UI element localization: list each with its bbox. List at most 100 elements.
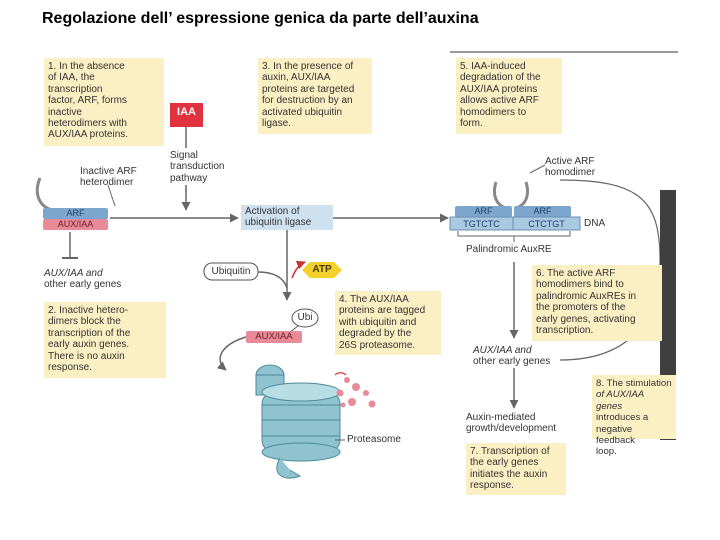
arf-label-left: ARF (66, 208, 85, 218)
active-arf-curve-left (492, 181, 507, 210)
step-7-box: 7. Transcription of the early genes init… (466, 443, 566, 495)
aux-iaa-tagged-label: AUX/IAA (255, 331, 293, 342)
early-genes-left-line-1: AUX/IAA and (44, 268, 103, 279)
step-2-line-1: 2. Inactive hetero- (48, 305, 129, 316)
step-5-line-2: degradation of the (460, 72, 541, 84)
slide-title: Regolazione dell’ espressione genica da … (42, 10, 479, 27)
inactive-arf-line-2: heterodimer (80, 177, 134, 189)
signal-line-2: transduction (170, 161, 225, 173)
step-7-line-1: 7. Transcription of (470, 446, 550, 457)
step-7-line-3: initiates the auxin (470, 468, 548, 480)
early-genes-right-line-2: other early genes (473, 356, 551, 368)
step-2-box: 2. Inactive hetero- dimers block the tra… (44, 302, 166, 378)
step-3-line-4: for destruction by an (262, 95, 353, 107)
feedback-loop (559, 179, 661, 361)
step-6-line-6: transcription. (536, 325, 594, 337)
step-3-line-1: 3. In the presence of (262, 61, 354, 72)
activation-box (241, 205, 333, 230)
arf-dna-right-label: ARF (533, 206, 552, 216)
step-8-line-1: 8. The stimulation (596, 378, 672, 389)
step-4-line-3: with ubiquitin and (339, 316, 417, 328)
activation-label: Activation of ubiquitin ligase (245, 206, 311, 229)
iaa-box (170, 103, 203, 127)
aux-iaa-label-left: AUX/IAA (57, 219, 94, 229)
active-arf-curve-right (515, 181, 530, 210)
ubi-label: Ubi (297, 312, 313, 323)
step-8-line-4: negative feedback (596, 423, 635, 447)
inactive-arf-line-1: Inactive ARF (80, 166, 137, 177)
step-3-line-5: activated ubiquitin (262, 106, 343, 118)
signal-line-3: pathway (170, 172, 208, 184)
heterodimer-pointer (107, 184, 116, 207)
step-4-line-1: 4. The AUX/IAA (339, 294, 409, 305)
step-2-line-4: early auxin genes. (48, 339, 130, 351)
step-4-line-5: 26S proteasome. (339, 339, 416, 351)
step-1-line-1: 1. In the absence (48, 61, 125, 72)
step-2-line-2: dimers block the (48, 316, 121, 328)
step-3-line-2: auxin, AUX/IAA (262, 72, 331, 84)
step-1-line-2: of IAA, the (48, 72, 95, 84)
fragment-arrow-1 (334, 372, 347, 376)
step-7-line-2: the early genes (470, 457, 539, 469)
early-genes-right-label: AUX/IAA and other early genes (473, 345, 550, 368)
dna-strand (449, 216, 581, 231)
early-genes-left-line-2: other early genes (44, 279, 122, 291)
step-6-line-2: homodimers bind to (536, 279, 624, 291)
step-2-line-3: transcription of the (48, 327, 131, 339)
arf-protein-dna-right (514, 206, 571, 217)
activation-line-2: ubiquitin ligase (245, 217, 312, 229)
step-3-line-3: proteins are targeted (262, 83, 355, 95)
active-arf-label: Active ARF homodimer (545, 156, 595, 179)
step-1-line-4: factor, ARF, forms (48, 95, 127, 107)
step-5-line-4: allows active ARF (460, 95, 539, 107)
activation-line-1: Activation of (245, 206, 300, 217)
ubi-tag (291, 308, 319, 328)
proteasome (255, 364, 341, 479)
step-5-box: 5. IAA-induced degradation of the AUX/IA… (456, 58, 562, 134)
step-6-line-5: early genes, activating (536, 313, 636, 325)
step-5-line-3: AUX/IAA proteins (460, 83, 538, 95)
atp-shape (302, 262, 342, 278)
step-8-line-2: of AUX/IAA genes (596, 389, 644, 412)
iaa-label: IAA (177, 106, 196, 118)
aux-iaa-tagged (246, 331, 302, 343)
step-6-line-1: 6. The active ARF (536, 268, 616, 279)
signal-transduction-label: Signal transduction pathway (170, 150, 224, 184)
step-5-line-5: homodimers to (460, 106, 527, 118)
proteasome-label: Proteasome (347, 434, 401, 445)
active-arf-line-2: homodimer (545, 167, 596, 179)
active-arf-line-1: Active ARF (545, 156, 595, 167)
atp-arrow (291, 260, 306, 279)
ubiquitin-label: Ubiquitin (211, 266, 251, 277)
aux-iaa-protein-left (43, 219, 108, 230)
step-1-line-7: AUX/IAA proteins. (48, 129, 129, 141)
step-8-line-5: loop. (596, 446, 617, 458)
atp-label: ATP (312, 264, 332, 275)
auxin-growth-label: Auxin-mediated growth/development (466, 412, 556, 435)
step-2-line-6: response. (48, 362, 92, 374)
step-1-box: 1. In the absence of IAA, the transcript… (44, 58, 164, 146)
step-4-line-4: degraded by the (339, 328, 412, 340)
seq-left-label: TGTCTC (463, 219, 500, 229)
arf-protein-dna-left (455, 206, 512, 217)
homodimer-pointer (529, 164, 546, 174)
step-1-line-5: inactive (48, 106, 82, 118)
inactive-arf-label: Inactive ARF heterodimer (80, 166, 137, 189)
step-3-line-6: ligase. (262, 118, 291, 130)
step-1-line-6: heterodimers with (48, 118, 127, 130)
auxin-growth-line-1: Auxin-mediated (466, 412, 536, 423)
arf-protein-left (43, 208, 108, 219)
ubiquitin-join-curve (257, 271, 288, 289)
step-5-line-6: form. (460, 118, 483, 130)
step-8-box: 8. The stimulation of AUX/IAA genes intr… (592, 375, 676, 457)
palindromic-label: Palindromic AuxRE (466, 244, 552, 255)
peptide-fragments (336, 377, 376, 408)
step-3-box: 3. In the presence of auxin, AUX/IAA pro… (258, 58, 372, 134)
step-1-line-3: transcription (48, 83, 103, 95)
palindrome-bracket (457, 231, 571, 237)
step-5-line-1: 5. IAA-induced (460, 61, 526, 72)
step-2-line-5: There is no auxin (48, 350, 125, 362)
step-7-line-4: response. (470, 480, 514, 492)
auxin-growth-line-2: growth/development (466, 423, 557, 435)
arf-dna-left-label: ARF (474, 206, 493, 216)
